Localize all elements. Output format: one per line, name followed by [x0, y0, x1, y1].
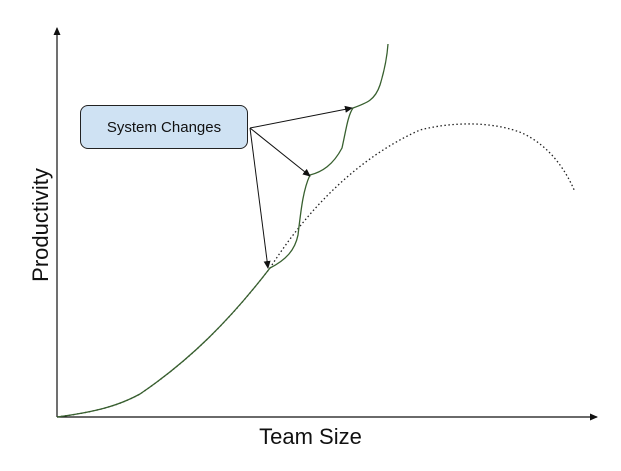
annotation-box: System Changes: [80, 105, 248, 149]
callout-arrow-3: [249, 127, 271, 269]
y-axis-title: Productivity: [28, 168, 53, 282]
stepped-curve: [56, 43, 389, 418]
callout-arrows: [249, 105, 353, 269]
x-axis-title: Team Size: [259, 424, 362, 449]
callout-arrow-2: [249, 127, 311, 177]
callout-arrow-1: [249, 105, 353, 129]
axes: [53, 27, 598, 421]
dotted-curve: [56, 123, 576, 418]
annotation-label: System Changes: [106, 118, 222, 136]
